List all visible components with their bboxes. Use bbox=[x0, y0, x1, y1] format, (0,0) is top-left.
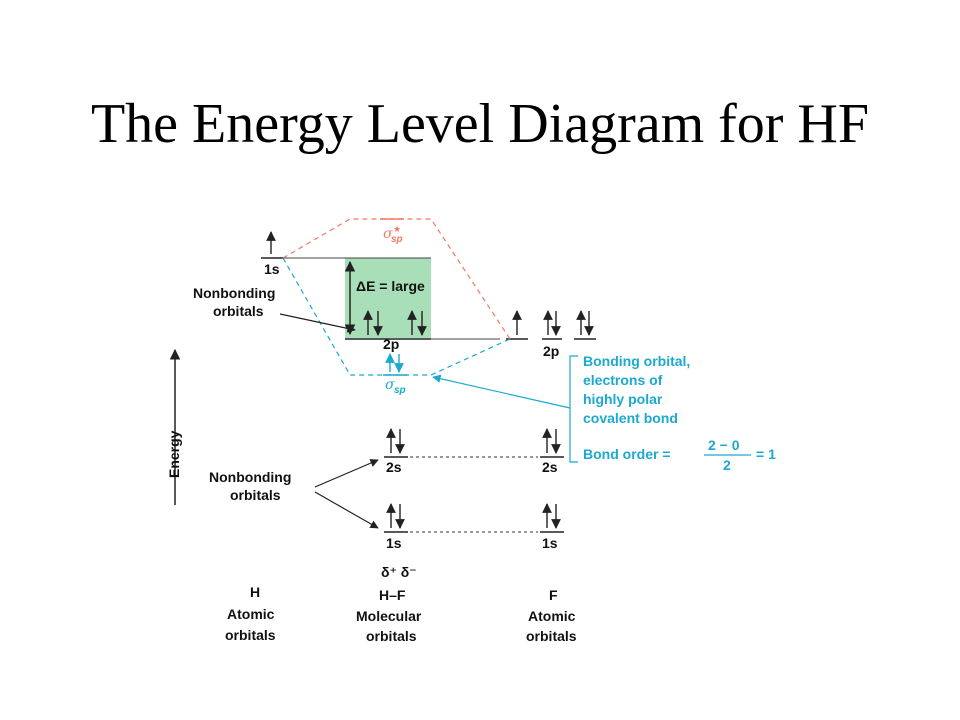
correlation-lines bbox=[282, 218, 511, 376]
col-f-line2: Atomic bbox=[528, 608, 576, 624]
sigma-label: σ sp bbox=[385, 377, 406, 396]
energy-axis-label: Energy bbox=[166, 430, 182, 478]
nonbonding-upper-callout: Nonbonding orbitals bbox=[193, 285, 356, 333]
column-labels: H Atomic orbitals H–F Molecular orbitals… bbox=[225, 584, 577, 644]
sigma-symbol: σ bbox=[385, 377, 395, 393]
bond-order-denominator: 2 bbox=[723, 457, 731, 473]
nonbonding-lower-line1: Nonbonding bbox=[209, 469, 291, 485]
mo-1s-label: 1s bbox=[386, 535, 402, 551]
f-2s-label: 2s bbox=[542, 459, 558, 475]
sigma-star-label: σ ★ sp bbox=[383, 225, 403, 245]
bond-order-numerator: 2 − 0 bbox=[708, 437, 740, 453]
col-h-line1: H bbox=[250, 584, 260, 600]
delta-e-box bbox=[345, 258, 431, 338]
bonding-note-line3: highly polar bbox=[583, 391, 663, 407]
nonbonding-lower-line2: orbitals bbox=[230, 487, 281, 503]
bonding-note: Bonding orbital, electrons of highly pol… bbox=[432, 353, 776, 473]
mo-2s-label: 2s bbox=[386, 459, 402, 475]
f-2p-label: 2p bbox=[543, 343, 559, 359]
slide-title: The Energy Level Diagram for HF bbox=[90, 93, 870, 155]
energy-axis: Energy bbox=[166, 348, 182, 505]
nonbonding-upper-line2: orbitals bbox=[213, 303, 264, 319]
nonbonding-arrow-to-2s bbox=[314, 459, 379, 488]
bonding-note-arrow bbox=[432, 374, 571, 409]
col-h-line2: Atomic bbox=[227, 606, 275, 622]
h-1s-label: 1s bbox=[264, 261, 280, 277]
nonbonding-upper-arrow bbox=[279, 313, 356, 333]
sigma-star-sup: ★ bbox=[393, 225, 401, 235]
bond-order-result: = 1 bbox=[756, 446, 776, 462]
bonding-note-bracket bbox=[569, 355, 578, 463]
f-1s-label: 1s bbox=[542, 535, 558, 551]
sigma-electron-pair bbox=[385, 353, 404, 373]
delta-e-label: ΔE = large bbox=[356, 278, 425, 294]
col-hf-line2: Molecular bbox=[356, 608, 422, 624]
sigma-star-symbol: σ bbox=[383, 226, 393, 242]
polarity-label: δ⁺ δ⁻ bbox=[381, 564, 417, 580]
sigma-star-sub: sp bbox=[391, 234, 403, 245]
col-f-line3: orbitals bbox=[526, 628, 577, 644]
antibonding-correlation bbox=[282, 218, 511, 340]
nonbonding-upper-line1: Nonbonding bbox=[193, 285, 275, 301]
bonding-correlation bbox=[282, 257, 511, 376]
nonbonding-arrow-to-1s bbox=[314, 491, 379, 529]
col-hf-line3: orbitals bbox=[366, 628, 417, 644]
electron-arrows bbox=[266, 231, 594, 529]
col-h-line3: orbitals bbox=[225, 627, 276, 643]
bonding-note-line2: electrons of bbox=[583, 372, 663, 388]
mo-2p-label: 2p bbox=[383, 336, 399, 352]
col-f-line1: F bbox=[549, 587, 558, 603]
bond-order-label: Bond order = bbox=[583, 446, 671, 462]
bonding-note-line4: covalent bond bbox=[583, 410, 678, 426]
col-hf-line1: H–F bbox=[379, 587, 406, 603]
nonbonding-lower-callout: Nonbonding orbitals bbox=[209, 459, 379, 529]
bonding-note-line1: Bonding orbital, bbox=[583, 353, 690, 369]
sigma-sub: sp bbox=[394, 385, 406, 396]
